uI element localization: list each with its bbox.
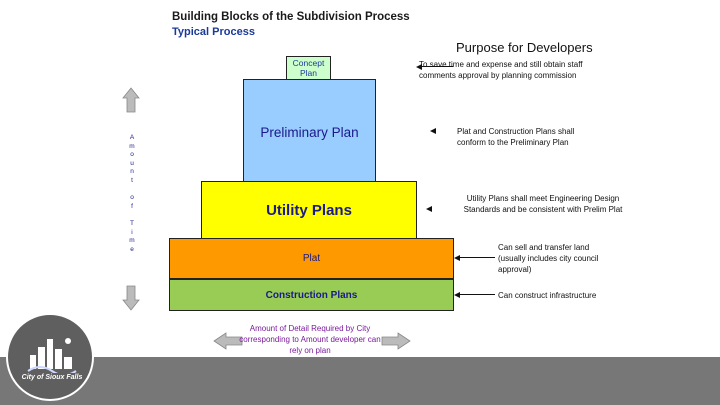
preliminary-plan-block: Preliminary Plan [243, 79, 376, 182]
diagram-subtitle: Typical Process [172, 26, 255, 38]
utility-note: Utility Plans shall meet Engineering Des… [463, 194, 623, 214]
purpose-heading: Purpose for Developers [456, 40, 593, 55]
construction-pointer-line [459, 294, 495, 295]
diagram-title: Building Blocks of the Subdivision Proce… [172, 11, 410, 23]
detail-caption: Amount of Detail Required by City corres… [239, 324, 381, 355]
construction-plans-label: Construction Plans [265, 289, 358, 301]
construction-note: Can construct infrastructure [498, 291, 597, 300]
concept-pointer-line [421, 66, 453, 67]
plat-pointer-icon [454, 255, 460, 261]
plat-label: Plat [302, 253, 321, 264]
footer-bar [0, 357, 720, 405]
preliminary-note: Plat and Construction Plans shall confor… [457, 127, 575, 147]
utility-plans-block: Utility Plans [201, 181, 417, 239]
plat-block: Plat [169, 238, 454, 279]
preliminary-plan-label: Preliminary Plan [260, 125, 359, 140]
concept-plan-block: Concept Plan [286, 56, 331, 80]
concept-plan-label: Concept Plan [292, 58, 325, 78]
construction-pointer-icon [454, 292, 460, 298]
preliminary-pointer-icon [430, 128, 436, 134]
construction-plans-block: Construction Plans [169, 279, 454, 311]
plat-note: Can sell and transfer land (usually incl… [498, 243, 599, 274]
amount-of-time-label: A m o u n t o f T i m e [129, 134, 135, 253]
city-skyline-icon [27, 338, 77, 373]
plat-pointer-line [459, 257, 495, 258]
concept-note: To save time and expense and still obtai… [419, 60, 583, 80]
time-arrow-icon [122, 87, 140, 311]
utility-plans-label: Utility Plans [266, 201, 352, 219]
city-logo: City of Sioux Falls [6, 313, 94, 401]
logo-text: City of Sioux Falls [21, 374, 83, 381]
detail-arrow-icon [213, 332, 411, 350]
concept-pointer-icon [416, 64, 422, 70]
utility-pointer-icon [426, 206, 432, 212]
